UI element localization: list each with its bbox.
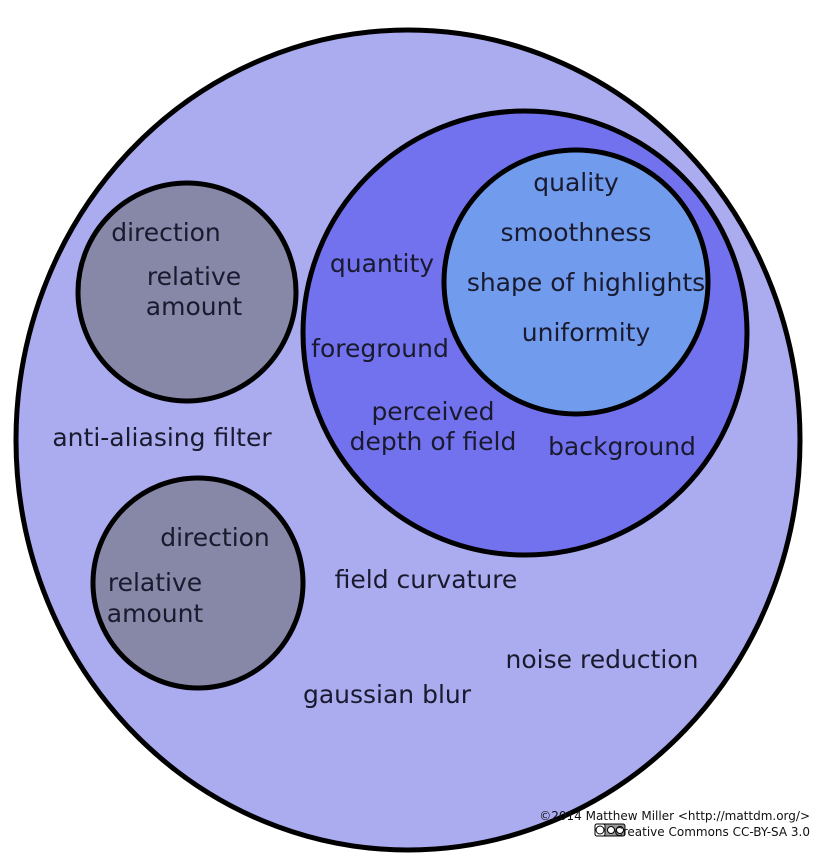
cc-by-sa-icon bbox=[594, 823, 626, 837]
gray-top-direction-label: direction bbox=[111, 218, 221, 247]
credit-copyright: ©2014 Matthew Miller <http://mattdm.org/… bbox=[539, 809, 810, 823]
gray-top-relative-label: relative bbox=[147, 262, 241, 291]
inner-shape-of-highlights-label: shape of highlights bbox=[467, 268, 705, 297]
gray-circle-top bbox=[75, 180, 299, 404]
inner-quality-label: quality bbox=[533, 168, 619, 197]
gray-top-amount-label: amount bbox=[146, 292, 243, 321]
inner-smoothness-label: smoothness bbox=[501, 218, 652, 247]
mid-foreground-label: foreground bbox=[311, 334, 449, 363]
field-curvature-label: field curvature bbox=[335, 565, 518, 594]
mid-depth-of-field-label: depth of field bbox=[350, 427, 517, 456]
inner-circle bbox=[441, 147, 711, 417]
gray-bottom-direction-label: direction bbox=[160, 523, 270, 552]
anti-aliasing-filter-label: anti-aliasing filter bbox=[52, 423, 272, 452]
inner-uniformity-label: uniformity bbox=[522, 318, 651, 347]
gray-bottom-amount-label: amount bbox=[107, 599, 204, 628]
gaussian-blur-label: gaussian blur bbox=[303, 680, 472, 709]
mid-quantity-label: quantity bbox=[330, 249, 434, 278]
gray-bottom-relative-label: relative bbox=[108, 568, 202, 597]
mid-perceived-label: perceived bbox=[371, 397, 494, 426]
gray-circle-bottom bbox=[90, 475, 306, 691]
credit-license: Creative Commons CC-BY-SA 3.0 bbox=[614, 825, 810, 839]
noise-reduction-label: noise reduction bbox=[506, 645, 699, 674]
mid-background-label: background bbox=[548, 432, 696, 461]
